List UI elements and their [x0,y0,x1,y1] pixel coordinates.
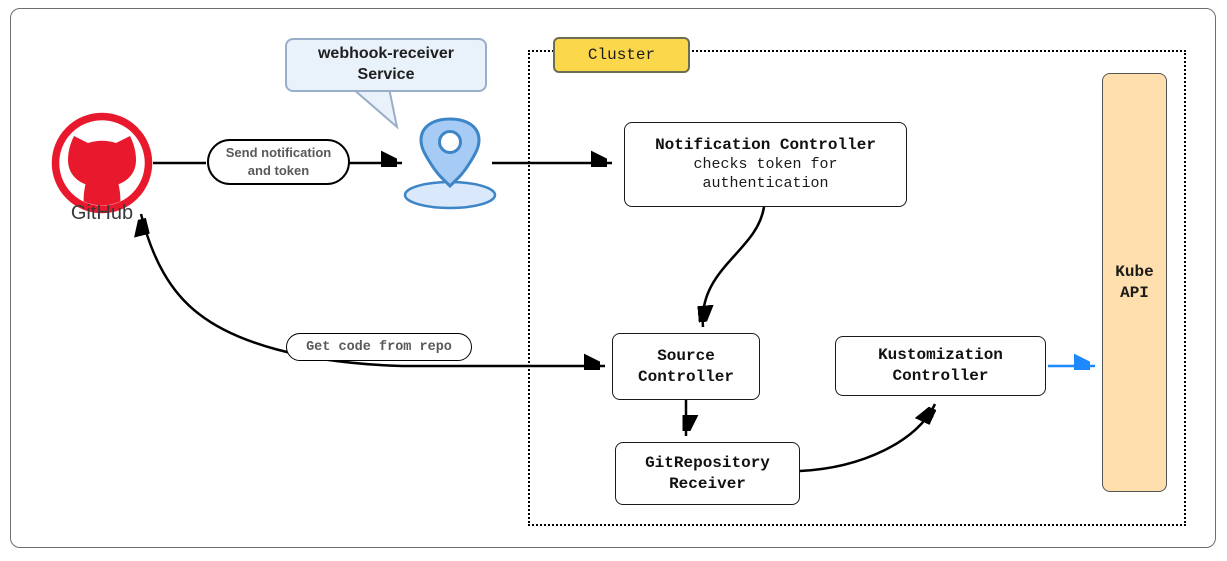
edge-label-send-notification: Send notification and token [207,139,350,185]
edge-label-get-code-from-repo: Get code from repo [286,333,472,361]
node-source-controller: Source Controller [612,333,760,400]
webhook-receiver-service-callout: webhook-receiver Service [285,38,487,92]
github-label: GitHub [70,202,134,224]
github-icon [51,112,153,214]
edge-gitrepository-to-kustomization [799,404,935,473]
node-kube-api: Kube API [1102,73,1167,492]
node-kustomization-controller: Kustomization Controller [835,336,1046,396]
node-title: GitRepository Receiver [645,453,770,493]
node-title: Notification Controller [655,136,876,155]
outer-frame [10,8,1216,548]
node-gitrepository-receiver: GitRepository Receiver [615,442,800,505]
node-title: Kustomization Controller [878,346,1003,385]
node-title: Source Controller [637,346,734,386]
node-subtitle: checks token for authentication [693,156,838,192]
edge-notification-to-source-controller [703,206,766,328]
node-notification-controller: Notification Controller checks token for… [624,122,907,207]
callout-tail [349,87,399,130]
edge-source-controller-to-github-get-code [141,213,605,366]
cluster-label: Cluster [553,37,690,73]
location-pin-icon [403,117,497,210]
